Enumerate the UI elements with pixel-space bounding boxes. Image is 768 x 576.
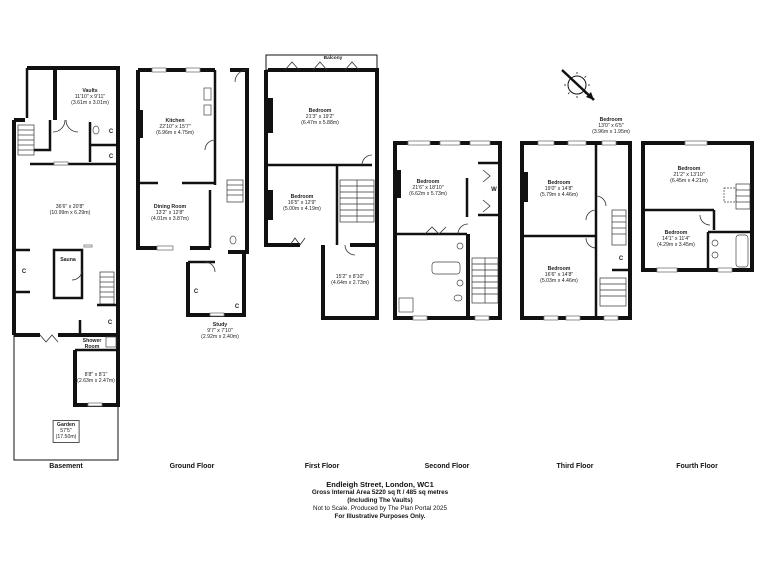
room-name: Bedroom <box>290 194 314 200</box>
room-size-imperial: 8'8" x 8'1" <box>84 372 108 378</box>
room-name: Balcony <box>323 56 343 61</box>
cupboard-label: C <box>234 304 240 310</box>
room-name: Bedroom <box>599 117 623 123</box>
cupboard-label: C <box>193 289 199 295</box>
room-label-first-bedroom-2: Bedroom 16'5" x 12'9" (5.00m x 4.19m) <box>283 194 321 213</box>
room-size-metric: (6.62m x 5.73m) <box>409 191 447 198</box>
room-name: Bedroom <box>308 108 332 114</box>
room-name: Shower Room <box>82 338 102 351</box>
room-label-third-bedroom-2: Bedroom 16'6" x 14'8" (5.03m x 4.46m) <box>540 266 578 285</box>
compass-rose <box>561 69 595 101</box>
room-size-metric: (3.61m x 3.01m) <box>71 100 109 107</box>
cupboard-label: C <box>618 256 624 262</box>
floor-name-first: First Floor <box>304 463 340 470</box>
first-floor-plan <box>264 54 379 320</box>
floor-name-basement: Basement <box>49 463 83 470</box>
area-note: (Including The Vaults) <box>347 497 413 504</box>
room-label-vaults: Vaults 11'10" x 9'11" (3.61m x 3.01m) <box>71 88 109 107</box>
room-size-metric: (5.03m x 4.46m) <box>540 278 578 285</box>
room-label-second-bedroom: Bedroom 21'6" x 18'10" (6.62m x 5.73m) <box>409 179 447 198</box>
room-name: Dining Room <box>153 204 187 210</box>
room-label-first-bedroom-1: Bedroom 21'3" x 19'2" (6.47m x 5.88m) <box>301 108 339 127</box>
room-name: Bedroom <box>547 266 571 272</box>
room-size-metric: (6.45m x 4.21m) <box>670 178 708 185</box>
room-size-metric: (4.01m x 3.87m) <box>151 216 189 223</box>
room-size-imperial: 15'2" x 8'10" <box>335 274 365 280</box>
room-size-imperial: 36'6" x 20'8" <box>55 204 85 210</box>
ground-floor-plan <box>136 67 249 317</box>
room-name: Garden <box>56 422 76 428</box>
cupboard-label: C <box>108 129 114 135</box>
room-label-study: Study 9'7" x 7'10" (2.92m x 2.40m) <box>201 322 239 341</box>
room-size-metric: (10.99m x 6.29m) <box>49 210 91 217</box>
room-size-metric: (4.29m x 3.45m) <box>657 242 695 249</box>
room-size-imperial: 14'1" x 11'4" <box>661 236 691 243</box>
second-floor-plan <box>393 140 502 321</box>
room-label-third-bedroom-1: Bedroom 19'0" x 14'8" (5.79m x 4.46m) <box>540 180 578 199</box>
floor-name-third: Third Floor <box>556 463 594 470</box>
room-size-imperial: 11'10" x 9'11" <box>74 94 106 101</box>
room-name: Vaults <box>82 88 98 94</box>
cupboard-label: C <box>21 269 27 275</box>
room-size-imperial: 16'6" x 14'8" <box>544 272 574 279</box>
room-label-basement-small: 8'8" x 8'1" (2.63m x 2.47m) <box>77 372 115 384</box>
address: Endleigh Street, London, WC1 <box>326 480 434 489</box>
room-size-metric: (5.79m x 4.46m) <box>540 192 578 199</box>
room-label-sauna: Sauna <box>60 257 76 263</box>
room-size-metric: (4.64m x 2.73m) <box>331 280 369 287</box>
room-label-third-bedroom-small: Bedroom 13'0" x 6'5" (3.96m x 1.95m) <box>592 117 630 136</box>
room-label-fourth-bedroom-2: Bedroom 14'1" x 11'4" (4.29m x 3.45m) <box>657 230 695 249</box>
room-size-imperial: 22'10" x 15'7" <box>159 124 191 131</box>
room-size-metric: (2.92m x 2.40m) <box>201 334 239 341</box>
room-name: Study <box>212 322 228 328</box>
room-size-imperial: 13'0" x 6'5" <box>598 123 624 130</box>
room-size-imperial: 16'5" x 12'9" <box>287 200 317 207</box>
room-size-imperial: 9'7" x 7'10" <box>207 328 233 335</box>
room-name: Bedroom <box>547 180 571 186</box>
room-size-metric: (6.47m x 5.88m) <box>301 120 339 127</box>
floor-name-fourth: Fourth Floor <box>676 463 718 470</box>
disclaimer: Not to Scale. Produced by The Plan Porta… <box>313 505 447 512</box>
room-size-imperial: 21'2" x 13'10" <box>673 172 705 179</box>
plan-footer: Endleigh Street, London, WC1 Gross Inter… <box>312 480 448 521</box>
room-label-first-annex: 15'2" x 8'10" (4.64m x 2.73m) <box>331 274 369 286</box>
room-name: Sauna <box>60 257 76 263</box>
room-label-fourth-bedroom-1: Bedroom 21'2" x 13'10" (6.45m x 4.21m) <box>670 166 708 185</box>
fourth-floor-plan <box>641 140 754 273</box>
floor-name-second: Second Floor <box>424 463 470 470</box>
room-size-imperial: 21'6" x 18'10" <box>412 185 444 192</box>
room-size-imperial: 21'3" x 19'2" <box>305 114 335 121</box>
illustrative-note: For Illustrative Purposes Only. <box>334 513 426 520</box>
room-label-shower-room: Shower Room <box>80 338 104 350</box>
room-size-metric: (2.63m x 2.47m) <box>77 378 115 385</box>
room-label-kitchen: Kitchen 22'10" x 15'7" (6.96m x 4.75m) <box>156 118 194 137</box>
third-floor-plan <box>520 69 632 321</box>
room-size-metric: (5.00m x 4.19m) <box>283 206 321 213</box>
room-size-imperial: 13'2" x 12'8" <box>155 210 185 217</box>
room-size-metric: (6.96m x 4.75m) <box>156 130 194 137</box>
room-label-dining-room: Dining Room 13'2" x 12'8" (4.01m x 3.87m… <box>151 204 189 223</box>
room-size-metric: (3.96m x 1.95m) <box>592 129 630 136</box>
cupboard-label: C <box>108 154 114 160</box>
room-name: Bedroom <box>416 179 440 185</box>
room-size-imperial: 19'0" x 14'8" <box>544 186 574 193</box>
room-label-basement-main: 36'6" x 20'8" (10.99m x 6.29m) <box>50 204 91 216</box>
floor-name-ground: Ground Floor <box>169 463 215 470</box>
cupboard-label: C <box>107 320 113 326</box>
room-name: Kitchen <box>165 118 185 124</box>
room-size-imperial: 57'5" <box>60 428 72 435</box>
basement-plan <box>12 66 120 461</box>
wardrobe-label: W <box>491 187 497 193</box>
gross-area: Gross Internal Area 5220 sq ft / 485 sq … <box>311 489 449 496</box>
room-label-garden: Garden 57'5" (17.50m) <box>52 420 80 443</box>
room-name: Bedroom <box>677 166 701 172</box>
room-name: Bedroom <box>664 230 688 236</box>
room-label-balcony: Balcony <box>324 56 343 62</box>
room-size-metric: (17.50m) <box>55 434 77 441</box>
